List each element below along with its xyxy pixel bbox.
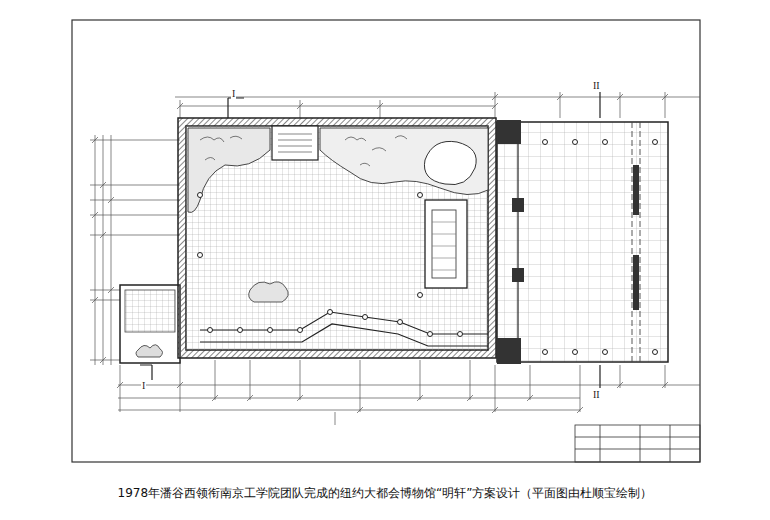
column: [418, 193, 423, 198]
section-label: II: [592, 80, 601, 91]
section-mark-ii: [599, 92, 600, 118]
extension-line: [180, 92, 665, 118]
column: [418, 293, 423, 298]
section-label: II: [592, 389, 601, 400]
top-dimensions: [175, 92, 700, 118]
courtyard-wall: [178, 118, 496, 358]
dimension-tick: [177, 94, 668, 109]
section-mark-ii: [599, 365, 600, 388]
column: [603, 140, 608, 145]
column: [208, 328, 213, 333]
tiled-floor: [125, 290, 175, 332]
dimension-line: [118, 385, 700, 410]
column: [428, 332, 433, 337]
hall-columns: [543, 140, 658, 355]
column: [603, 350, 608, 355]
column: [268, 328, 273, 333]
screen-wall: [633, 255, 639, 310]
exhibition-hall: [497, 122, 668, 362]
column: [458, 332, 463, 337]
dimension-tick: [92, 137, 114, 363]
extension-line: [90, 140, 180, 360]
pier: [512, 198, 524, 212]
sheet-frame: [72, 20, 700, 462]
rock-cluster: [249, 282, 289, 302]
figure-caption: 1978年潘谷西领衔南京工学院团队完成的纽约大都会博物馆“明轩”方案设计（平面图…: [0, 486, 770, 502]
column: [573, 350, 578, 355]
walkway-columns: [198, 193, 463, 337]
column: [198, 253, 203, 258]
paved-courtyard: [186, 126, 488, 350]
title-grid: [575, 425, 700, 462]
column: [653, 350, 658, 355]
hall-piers: [497, 120, 639, 364]
pier: [497, 120, 521, 144]
column: [653, 140, 658, 145]
dimension-line: [175, 97, 700, 106]
dimension-line: [95, 135, 111, 365]
title-block: [575, 425, 700, 462]
rockery: [320, 128, 488, 195]
dimension-tick: [117, 382, 668, 413]
pier: [497, 338, 521, 364]
hall-inner: [432, 210, 456, 278]
left-dimensions: [90, 135, 180, 365]
column: [573, 140, 578, 145]
pond: [424, 141, 476, 184]
title-frame: [575, 425, 700, 462]
bottom-dimensions: [117, 360, 700, 425]
covered-walkway: [200, 324, 488, 346]
screen-wall: [633, 165, 639, 215]
hall-lines: [432, 222, 456, 270]
hall-platform: [425, 200, 467, 288]
column: [363, 315, 368, 320]
steps: [278, 134, 312, 152]
rock-cluster: [136, 345, 163, 357]
side-room: [120, 285, 180, 363]
section-mark-i: [228, 98, 244, 118]
column: [198, 193, 203, 198]
hall-wall: [517, 122, 518, 362]
section-label: I: [141, 380, 146, 391]
section-line: [632, 122, 640, 362]
center-mark: [335, 412, 336, 425]
column: [238, 328, 243, 333]
column: [398, 320, 403, 325]
column: [543, 140, 548, 145]
section-mark-i: [140, 365, 152, 380]
section-label: I: [231, 88, 236, 99]
covered-walkway: [200, 312, 488, 334]
pier: [512, 268, 524, 282]
rockery: [188, 128, 270, 213]
pavilion: [272, 126, 318, 160]
extension-line: [120, 360, 665, 412]
column: [298, 328, 303, 333]
column: [328, 310, 333, 315]
column: [543, 350, 548, 355]
